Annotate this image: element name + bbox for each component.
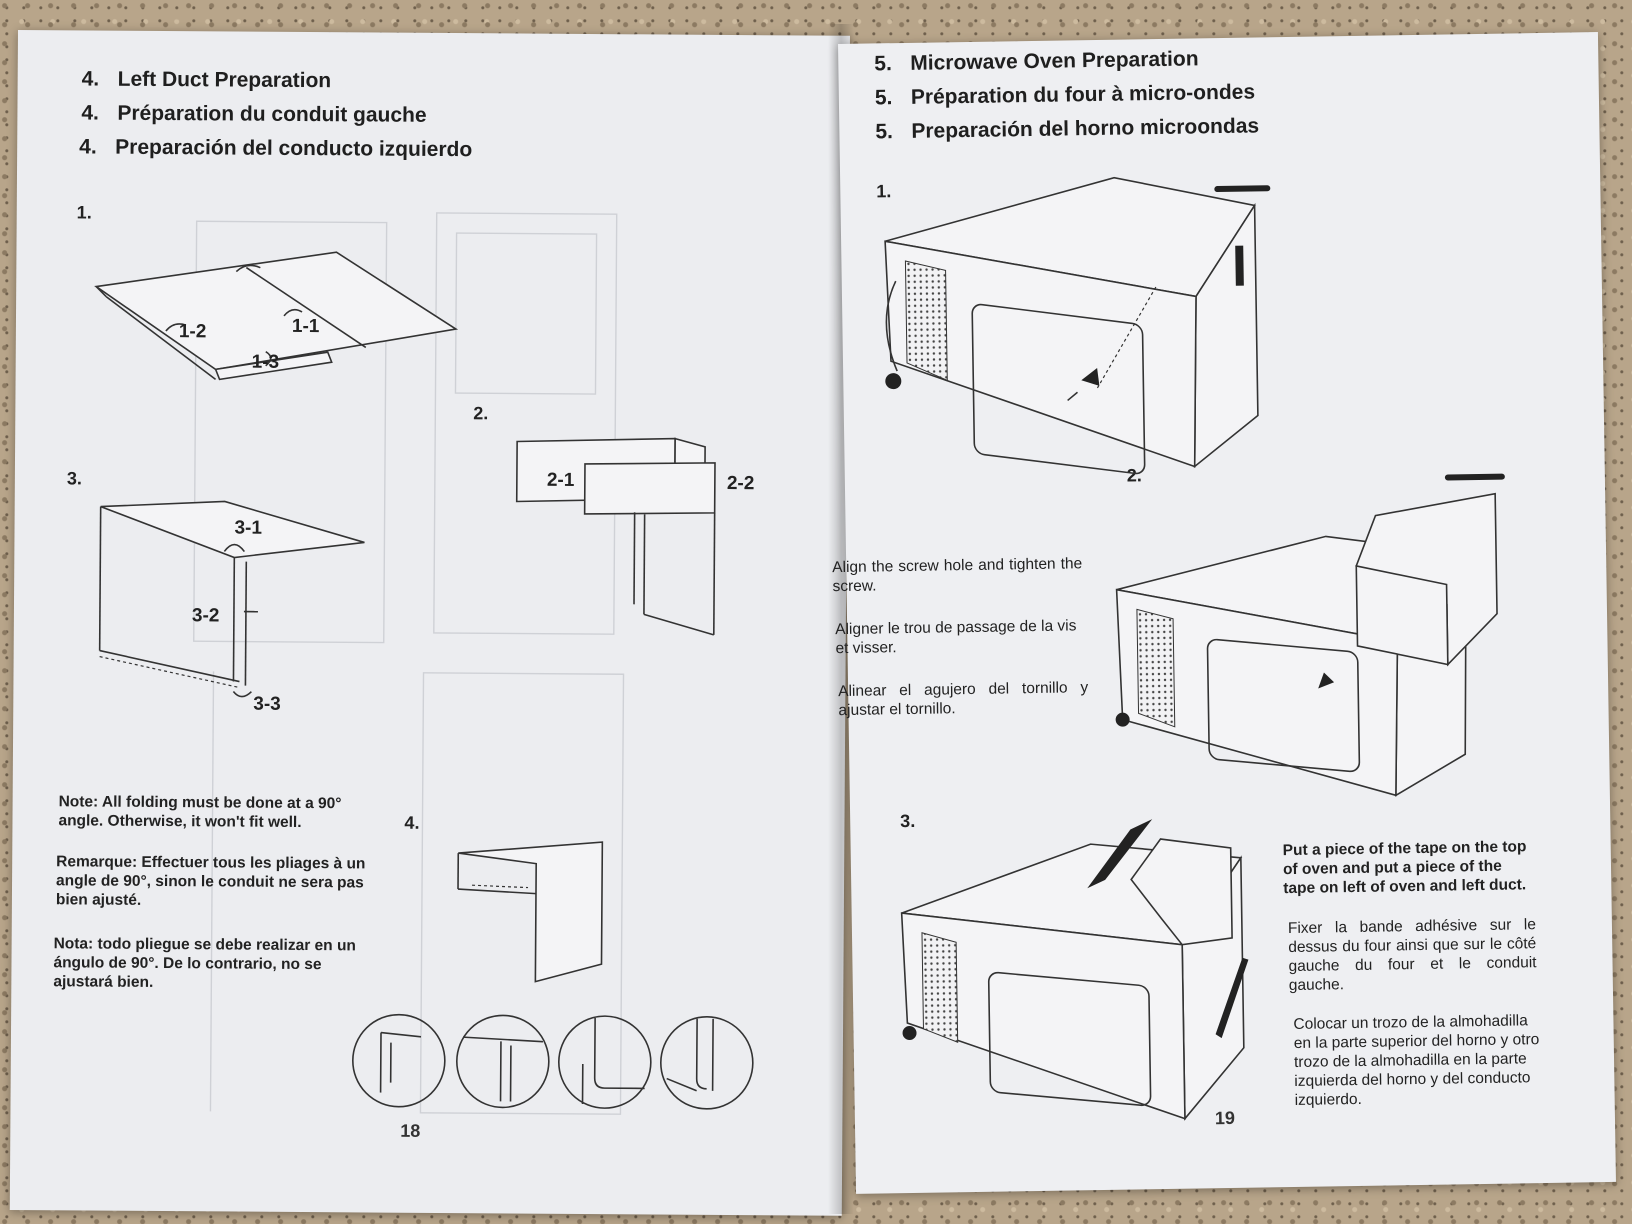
step-3-number: 3. bbox=[66, 468, 82, 489]
fig-4-finished-duct bbox=[457, 841, 604, 983]
fig-3-duct-assembly: 3-1 3-2 3-3 bbox=[98, 500, 365, 715]
label-2-2: 2-2 bbox=[727, 473, 755, 494]
fig-1-microwave-back bbox=[884, 176, 1271, 475]
heading-number: 5. bbox=[874, 52, 893, 76]
label-1-3: 1-3 bbox=[252, 352, 280, 373]
heading-text: Microwave Oven Preparation bbox=[910, 47, 1199, 75]
label-2-1: 2-1 bbox=[547, 470, 575, 491]
label-1-1: 1-1 bbox=[292, 316, 320, 337]
fold-detail-circles bbox=[352, 1013, 754, 1110]
step-3-text-english: Put a piece of the tape on the top of ov… bbox=[1282, 838, 1527, 898]
fig-3-microwave-tape bbox=[900, 819, 1249, 1121]
page-number-19: 19 bbox=[1214, 1107, 1236, 1129]
heading-text: Préparation du four à micro-ondes bbox=[910, 80, 1256, 109]
note-spanish: Nota: todo pliegue se debe realizar en u… bbox=[53, 935, 356, 991]
label-3-3: 3-3 bbox=[253, 694, 281, 715]
step-1-number: 1. bbox=[76, 202, 92, 223]
note-french: Remarque: Effectuer tous les pliages à u… bbox=[55, 853, 366, 909]
note-english: Note: All folding must be done at a 90° … bbox=[58, 793, 342, 831]
bleed-through-ghost bbox=[193, 212, 625, 1115]
fig-2-microwave-with-duct bbox=[1115, 473, 1505, 797]
left-page: 4.Left Duct Preparation 4.Préparation du… bbox=[9, 30, 850, 1216]
step-2-text-spanish: Alinear el agujero del tornillo y ajusta… bbox=[838, 679, 1089, 720]
step-4-number: 4. bbox=[404, 812, 420, 833]
heading-number: 5. bbox=[875, 120, 894, 144]
fig-1-duct-blank: 1-2 1-1 1-3 bbox=[94, 251, 459, 381]
heading-text: Preparación del horno microondas bbox=[911, 114, 1260, 143]
label-3-2: 3-2 bbox=[192, 605, 220, 626]
heading-number: 5. bbox=[874, 86, 893, 110]
right-heading-es: 5. Preparación del horno microondas bbox=[875, 109, 1259, 149]
step-2-text-french: Aligner le trou de passage de la vis et … bbox=[835, 617, 1077, 658]
page-number-18: 18 bbox=[400, 1120, 421, 1141]
step-3-text-spanish: Colocar un trozo de la almohadilla en la… bbox=[1293, 1012, 1540, 1109]
fig-2-duct-fold: 2-1 2-2 bbox=[515, 437, 755, 636]
label-3-1: 3-1 bbox=[234, 518, 262, 539]
step-2-number: 2. bbox=[473, 403, 489, 424]
step-3-text-french: Fixer la bande adhésive sur le dessus du… bbox=[1287, 916, 1537, 995]
right-page: 5. Microwave Oven Preparation 5. Préparati… bbox=[832, 32, 1616, 1194]
right-heading-en: 5. Microwave Oven Preparation bbox=[874, 42, 1199, 81]
step-2-text-english: Align the screw hole and tighten the scr… bbox=[832, 555, 1083, 596]
label-1-2: 1-2 bbox=[179, 321, 207, 342]
